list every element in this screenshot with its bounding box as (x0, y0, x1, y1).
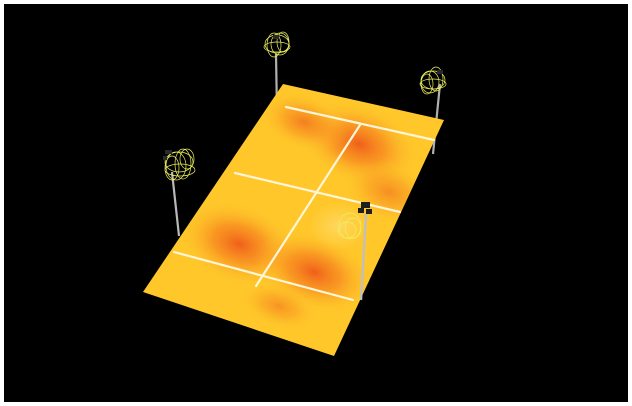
luminaire-front-right[interactable] (337, 202, 372, 240)
light-distribution-icon (337, 212, 362, 240)
court-scene (4, 4, 628, 402)
court-lines (172, 105, 436, 302)
luminaire-back-left[interactable] (263, 31, 291, 58)
light-distribution-icon (419, 66, 447, 95)
light-pole-front-left[interactable] (170, 171, 181, 237)
luminaire-front-left[interactable] (163, 148, 196, 181)
render-canvas[interactable] (4, 4, 628, 402)
far-service-line (284, 105, 436, 142)
light-distribution-icon (164, 148, 196, 181)
court-surface (143, 84, 444, 356)
light-pole-front-right[interactable] (359, 213, 368, 301)
luminaire-back-right[interactable] (419, 66, 447, 95)
center-service-line (254, 123, 362, 288)
